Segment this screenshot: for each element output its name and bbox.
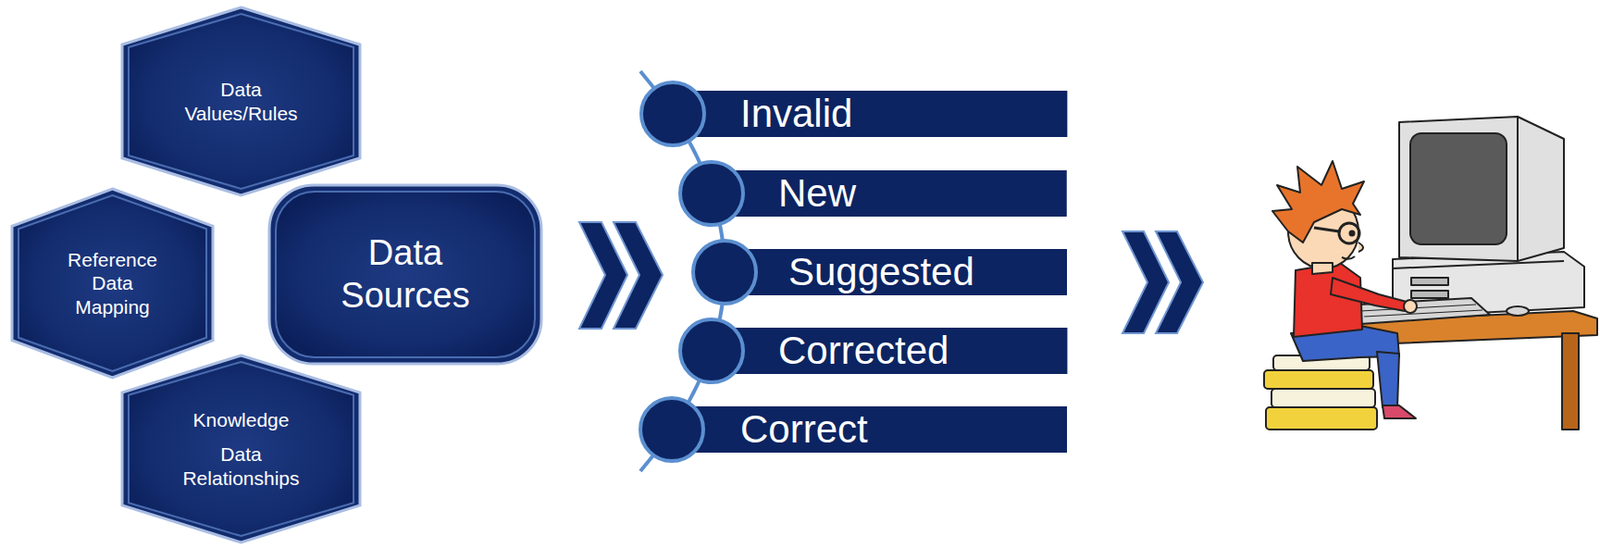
band-bar [671,406,1067,453]
book [1271,388,1376,408]
status-band: Invalid [638,79,1067,149]
neck [1312,262,1333,274]
band-label: Suggested [788,252,975,292]
rounded-face [275,191,535,358]
glasses-arm [1314,227,1340,232]
status-band: New [677,159,1067,228]
band-circle [640,397,704,461]
hexagon-box: KnowledgeData Relationships [120,353,362,545]
band-label: New [778,173,856,213]
jeans-leg [1376,351,1400,408]
mouth [1341,256,1355,260]
text-holder: New [778,170,856,217]
band-circle [641,82,705,146]
hexagon-box: Data Values/Rules [120,5,362,198]
status-band: Suggested [690,237,1067,307]
hand [1403,299,1417,313]
eye [1350,231,1355,236]
book [1264,370,1374,389]
arm [1330,277,1407,311]
case-edge [1392,260,1564,269]
node-outline [267,183,544,366]
hexagon-box: Reference Data Mapping [10,186,215,380]
hexagon-face [128,13,354,189]
double-chevron [1122,231,1204,334]
band-label: Invalid [740,94,853,134]
hexagon-face [128,361,354,536]
box-label: Knowledge [176,408,307,432]
glasses [1339,223,1360,244]
band-bar [672,90,1067,137]
text-holder: Data Sources [267,183,544,366]
box-label: Data Relationships [176,442,307,489]
monitor-body [1399,116,1564,261]
chevron [1155,231,1204,334]
nose [1358,242,1364,252]
band-circle [680,161,744,225]
book [1265,407,1377,430]
source-box: Data Sources [267,183,544,366]
drive-slot [1411,290,1449,298]
band-circle [693,240,757,304]
monitor-edge [1516,116,1519,261]
hexagon-face [18,195,207,372]
chevron [579,222,628,329]
hexagon-outline [122,7,360,196]
chevron [613,222,663,329]
hair [1272,161,1365,243]
band-bar [711,327,1067,374]
keyboard-keys [1364,310,1483,317]
text-holder: Corrected [778,327,949,374]
mouse [1506,306,1529,316]
text-holder: Reference Data Mapping [10,186,215,380]
band-bar [724,248,1067,296]
text-holder: Data Values/Rules [120,5,362,198]
rounded-outline [269,185,542,364]
text-holder: Invalid [740,90,853,137]
band-label: Corrected [778,331,949,371]
node-outline [120,5,362,198]
band-bar [711,170,1067,217]
desk-leg [1562,333,1579,430]
status-band: Correct [637,395,1067,464]
hexagon-outline [122,355,360,543]
text-holder: KnowledgeData Relationships [120,353,362,545]
hexagon-outline [12,188,213,378]
text-holder: Correct [740,406,869,453]
drive-slot [1411,277,1449,286]
box-label: Reference Data Mapping [58,248,168,319]
status-band: Corrected [677,316,1067,385]
node-outline [677,159,1067,228]
text-holder: Suggested [788,248,975,296]
shoe [1382,405,1416,419]
monitor-screen [1410,133,1507,245]
box-label: Data Sources [322,232,489,317]
band-label: Correct [740,409,869,449]
double-chevron [579,222,663,329]
boy-at-computer [1264,116,1598,430]
box-label: Data Values/Rules [176,77,307,125]
chevron [1122,231,1169,334]
band-circle [680,319,744,383]
